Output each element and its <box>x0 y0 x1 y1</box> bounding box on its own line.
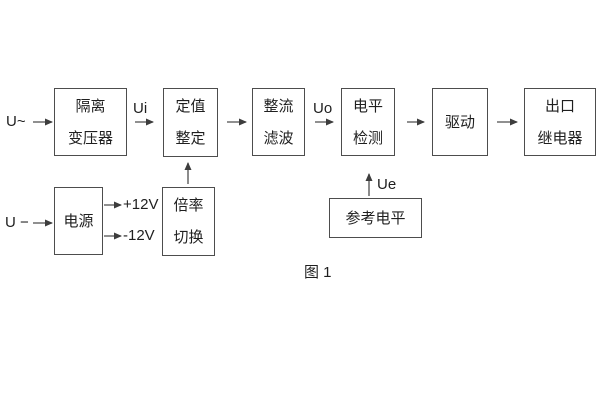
block-label-line: 驱动 <box>444 113 475 131</box>
label-signal-plus12v: +12V <box>123 196 159 213</box>
block-drive: 驱动 <box>432 88 488 156</box>
block-level-detect: 电平 检测 <box>341 88 395 156</box>
block-label-line: 变压器 <box>67 129 113 147</box>
label-signal-uo: Uo <box>313 100 333 117</box>
block-power-supply: 电源 <box>54 187 103 255</box>
block-label-line: 电平 <box>352 97 383 115</box>
block-label-line: 出口 <box>544 97 575 115</box>
label-signal-ue: Ue <box>377 176 397 193</box>
label-input-dc: U − <box>5 214 29 231</box>
block-label-line: 继电器 <box>537 129 583 147</box>
block-rectify-filter: 整流 滤波 <box>252 88 305 156</box>
block-label-line: 整流 <box>263 97 294 115</box>
block-isolation-transformer: 隔离 变压器 <box>54 88 127 156</box>
block-label-line: 切换 <box>173 229 204 246</box>
label-signal-minus12v: -12V <box>123 227 155 244</box>
block-setpoint-adjust: 定值 整定 <box>163 88 218 157</box>
block-label-line: 检测 <box>352 129 383 147</box>
block-label-line: 整定 <box>175 130 206 147</box>
block-output-relay: 出口 继电器 <box>524 88 596 156</box>
block-reference-level: 参考电平 <box>329 198 422 238</box>
block-label-line: 定值 <box>175 98 206 115</box>
block-label-line: 滤波 <box>263 129 294 147</box>
block-label-line: 隔离 <box>75 97 106 115</box>
block-label-line: 参考电平 <box>345 209 406 227</box>
label-signal-ui: Ui <box>133 100 148 117</box>
figure-caption: 图 1 <box>304 264 332 281</box>
label-input-ac: U~ <box>6 113 26 130</box>
block-label-line: 电源 <box>63 212 94 230</box>
block-label-line: 倍率 <box>173 197 204 214</box>
block-ratio-switch: 倍率 切换 <box>162 187 215 256</box>
